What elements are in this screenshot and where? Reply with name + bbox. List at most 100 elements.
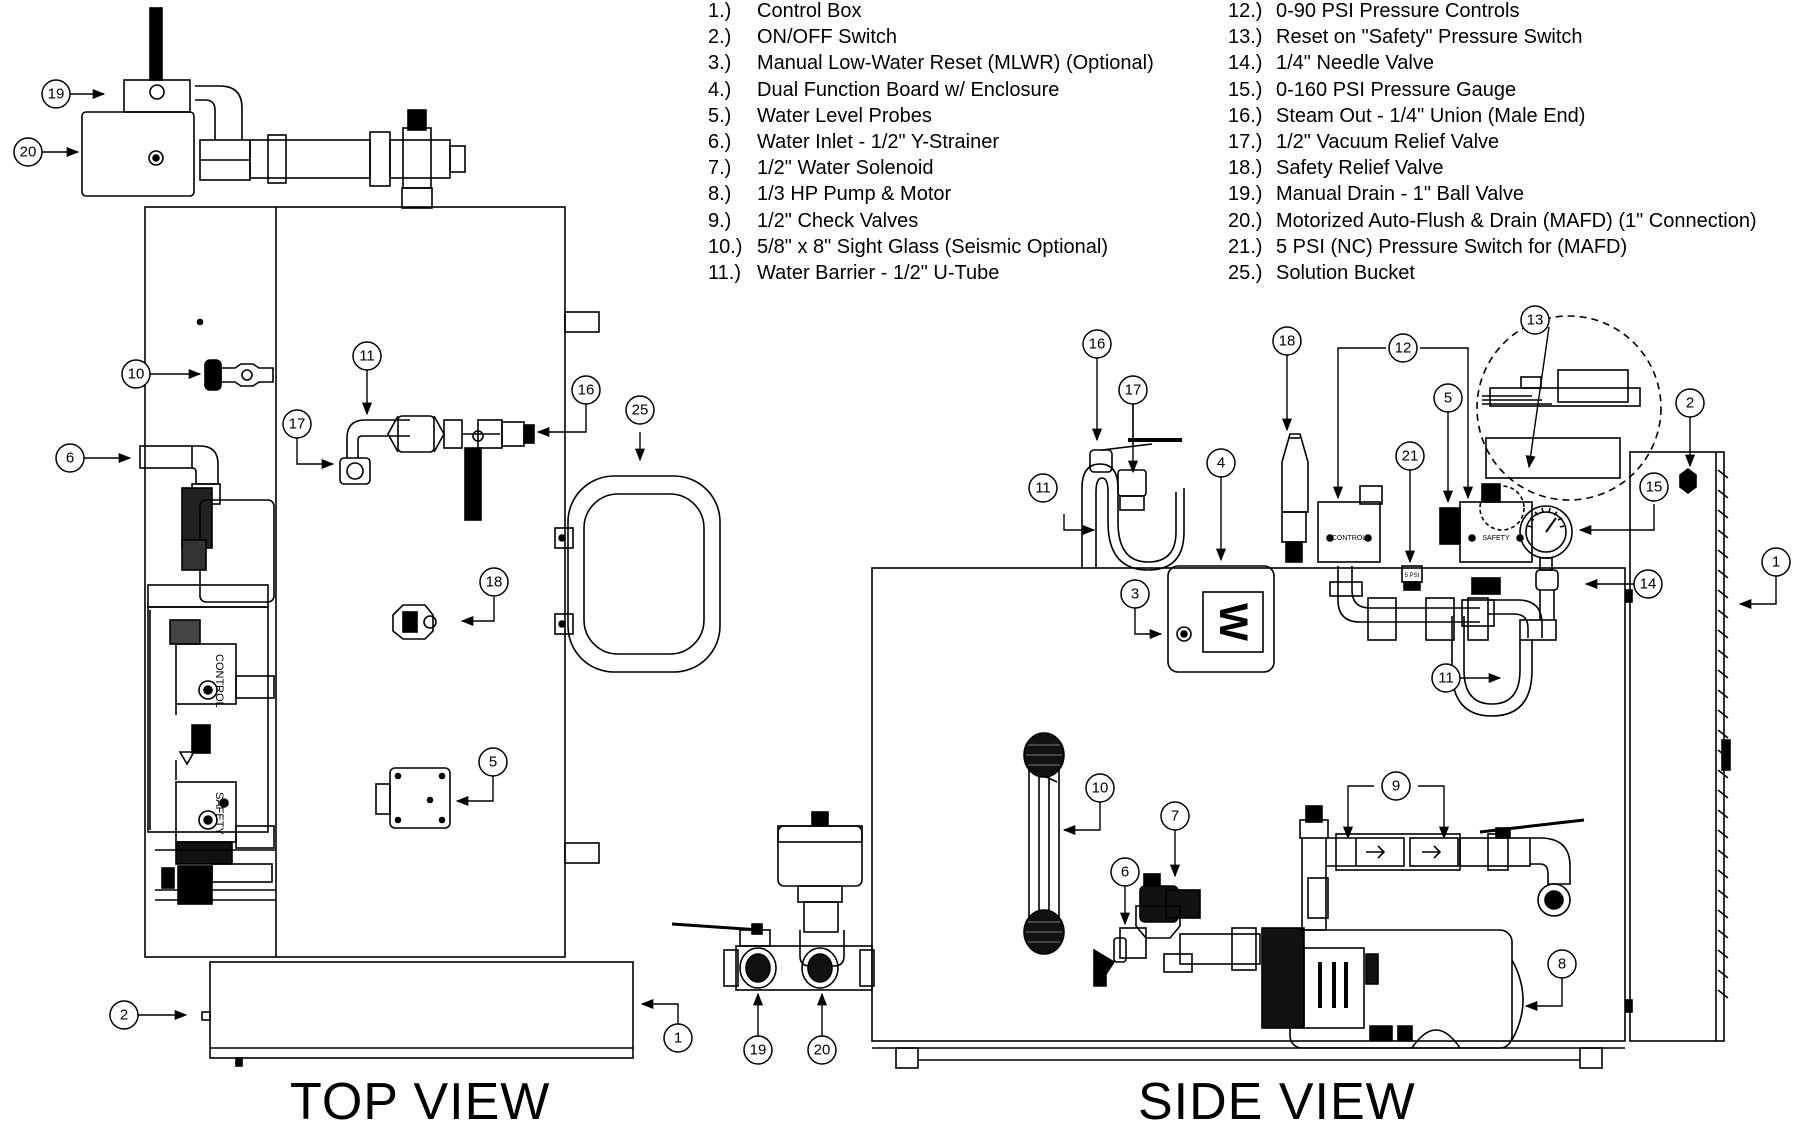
legend-item-number: 7.) [708,157,732,180]
legend-item-label: Safety Relief Valve [1276,157,1444,180]
callout-side-16: 16 [1082,329,1112,359]
callout-side-20: 20 [807,1035,837,1065]
legend-item-number: 4.) [708,78,732,101]
legend-item-number: 3.) [708,52,732,75]
svg-text:7: 7 [1171,808,1179,825]
top-control-box [209,961,634,1059]
svg-text:4: 4 [1217,455,1225,472]
callout-side-3: 3 [1120,579,1150,609]
legend-item: 17.)1/2" Vacuum Relief Valve [1228,129,1757,155]
svg-text:18: 18 [486,574,503,591]
legend-item-label: Steam Out - 1/4" Union (Male End) [1276,104,1586,127]
callout-top-2: 2 [109,1000,139,1030]
safety-switch-detail [1476,315,1662,501]
svg-text:8: 8 [1558,956,1566,973]
callout-side-12: 12 [1388,333,1418,363]
legend-item-label: ON/OFF Switch [757,26,898,49]
legend-item-number: 21.) [1228,235,1263,258]
legend-item-label: 1/2" Check Valves [757,209,919,232]
svg-text:2: 2 [1686,395,1694,412]
legend-item: 5.) Water Level Probes [708,103,1154,129]
callout-side-11b: 11 [1431,663,1461,693]
legend-item-number: 2.) [708,26,732,49]
legend-item: 8.) 1/3 HP Pump & Motor [708,181,1154,207]
legend-item: 14.)1/4" Needle Valve [1228,50,1757,76]
callout-side-17: 17 [1118,375,1148,405]
legend-item-label: Manual Low-Water Reset (MLWR) (Optional) [757,52,1154,75]
legend-item-label: 5/8" x 8" Sight Glass (Seismic Optional) [757,235,1108,258]
side-control-box [1629,451,1725,1042]
svg-text:13: 13 [1527,312,1544,329]
legend-item-number: 25.) [1228,261,1263,284]
callout-side-1: 1 [1761,547,1791,577]
side-view [671,315,1731,1069]
sight-glass [1028,757,1060,923]
legend-item-number: 8.) [708,183,732,206]
svg-text:1: 1 [674,1030,682,1047]
side-view-title: SIDE VIEW [1138,1073,1416,1131]
legend-left: 1.) Control Box 2.) ON/OFF Switch 3.) Manual … [708,0,1154,286]
legend-item: 19.) Manual Drain - 1" Ball Valve [1228,181,1757,207]
callout-side-9: 9 [1381,771,1411,801]
legend-item-number: 1.) [708,0,732,22]
legend-item-label: 1/3 HP Pump & Motor [757,183,952,206]
legend-item: 25.)Solution Bucket [1228,260,1757,286]
legend-item-label: 5 PSI (NC) Pressure Switch for (MAFD) [1276,235,1628,258]
legend-item-label: 1/4" Needle Valve [1276,52,1434,75]
top-safety-label: SAFETY [213,792,225,835]
legend-item-label: Manual Drain - 1" Ball Valve [1276,183,1524,206]
legend-item-number: 18.) [1228,157,1263,180]
svg-text:6: 6 [66,450,74,467]
svg-text:11: 11 [1035,480,1051,497]
callout-side-15: 15 [1639,472,1669,502]
legend-item-number: 20.) [1228,209,1263,232]
svg-text:12: 12 [1395,340,1412,357]
legend-item-label: 0-160 PSI Pressure Gauge [1276,78,1517,101]
callout-side-11a: 11 [1028,473,1058,503]
callout-top-20: 20 [13,137,43,167]
callout-side-2: 2 [1675,388,1705,418]
legend-item-number: 5.) [708,104,732,127]
top-view-title: TOP VIEW [290,1073,551,1131]
side-cabinet [871,567,1626,1042]
legend-item-number: 19.) [1228,183,1263,206]
legend-item-number: 17.) [1228,130,1263,153]
side-mafd-actuator [777,825,863,887]
legend-item: 11.) Water Barrier - 1/2" U-Tube [708,260,1154,286]
legend-item: 15.)0-160 PSI Pressure Gauge [1228,77,1757,103]
legend-item-label: Control Box [757,0,862,22]
legend-item-label: Water Barrier - 1/2" U-Tube [757,261,1000,284]
svg-text:19: 19 [750,1042,767,1059]
callout-side-10: 10 [1085,773,1115,803]
svg-text:17: 17 [289,416,306,433]
callout-side-4: 4 [1206,448,1236,478]
svg-text:2: 2 [120,1007,128,1024]
legend-item-label: Motorized Auto-Flush & Drain (MAFD) (1" … [1276,209,1757,232]
top-cabinet [144,206,566,958]
legend-item: 10.)5/8" x 8" Sight Glass (Seismic Optio… [708,234,1154,260]
legend-item-label: Water Level Probes [757,104,932,127]
legend-item: 12.)0-90 PSI Pressure Controls [1228,0,1757,24]
legend-item: 20.) Motorized Auto-Flush & Drain (MAFD) … [1228,208,1757,234]
legend-item-label: Water Inlet - 1/2" Y-Strainer [757,130,1000,153]
svg-text:17: 17 [1125,382,1142,399]
svg-text:16: 16 [1089,336,1106,353]
board-mark: W [1211,603,1255,641]
legend-item: 6.) Water Inlet - 1/2" Y-Strainer [708,129,1154,155]
legend-item-number: 16.) [1228,104,1263,127]
callout-side-13: 13 [1520,305,1550,335]
callout-side-21: 21 [1395,441,1425,471]
legend-item-number: 6.) [708,130,732,153]
solution-bucket [567,475,721,673]
callout-side-19: 19 [743,1035,773,1065]
legend-item: 1.) Control Box [708,0,1154,24]
svg-text:21: 21 [1402,448,1419,465]
legend-item-number: 12.) [1228,0,1263,22]
svg-text:10: 10 [1092,780,1109,797]
legend-item: 2.) ON/OFF Switch [708,24,1154,50]
safety-pressure-switch [1459,501,1533,563]
callout-top-11: 11 [352,341,382,371]
legend-item-number: 11.) [708,261,741,284]
